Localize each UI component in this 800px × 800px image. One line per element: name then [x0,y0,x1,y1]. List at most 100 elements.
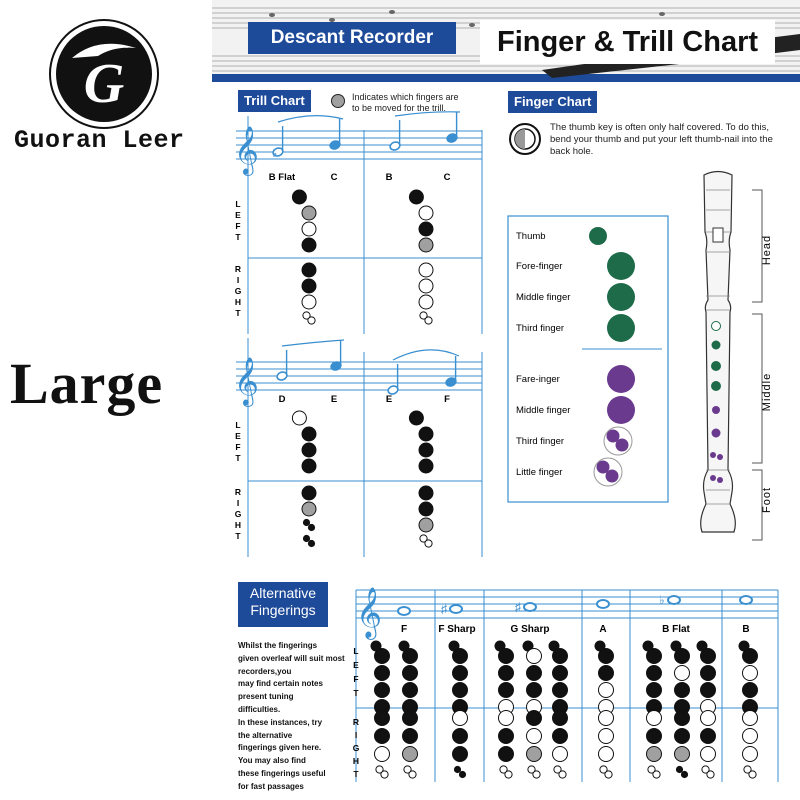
double-hole-icon [599,765,608,774]
double-hole-icon [403,765,412,774]
alt-tag-line2: Fingerings [250,602,316,618]
finger-hole-icon [526,746,542,762]
finger-hole-icon [301,442,317,458]
accidental-sign: ♯ [515,600,521,614]
finger-hole-icon [452,648,468,664]
slur [277,115,344,123]
double-hole-icon [504,770,513,779]
hand-letter: I [237,275,239,285]
finger-hole-icon [526,682,542,698]
alt-note-label: F [401,624,407,635]
double-hole-icon [458,770,467,779]
finger-hole-icon [402,728,418,744]
finger-hole-icon [700,710,716,726]
alt-description: Whilst the fingerings given overleaf will… [238,640,358,794]
double-hole-icon [558,770,567,779]
finger-hole-icon [598,682,614,698]
finger-hole-icon [598,665,614,681]
trill-note-label: F [444,394,450,405]
recorder-hole [717,454,723,460]
alt-description-line: You may also find [238,756,306,766]
hand-letter: T [235,453,241,463]
finger-hole-icon [552,710,568,726]
finger-hole-icon [418,262,434,278]
double-hole-icon [499,765,508,774]
finger-hole-icon [452,710,468,726]
recorder-hole [711,428,721,438]
hand-letter: R [235,487,241,497]
right-finger-label: Middle finger [516,405,570,416]
recorder-hole [711,321,721,331]
alt-description-line: Whilst the fingerings [238,641,318,650]
finger-hole-icon [700,665,716,681]
trill-note-label: B Flat [269,172,296,183]
finger-hole-icon [526,665,542,681]
finger-hole-icon [742,728,758,744]
double-hole-icon [652,770,661,779]
recorder-hole [717,477,723,483]
finger-hole-icon [498,682,514,698]
finger-hole-icon [598,648,614,664]
hand-letter: I [355,730,357,740]
right-finger-dot [605,469,619,483]
half-thumb-icon [509,123,541,155]
finger-hole-icon [526,728,542,744]
finger-hole-icon [552,648,568,664]
double-hole-icon [701,765,710,774]
recorder-hole [710,475,716,481]
left-finger-label: Thumb [516,231,546,242]
double-hole-icon [532,770,541,779]
finger-hole-icon [374,682,390,698]
finger-hole-icon [646,648,662,664]
whole-note [667,595,681,605]
double-hole-icon [706,770,715,779]
finger-hole-icon [742,746,758,762]
finger-hole-icon [418,426,434,442]
hand-letter: E [235,210,241,220]
right-finger-label: Fare-inger [516,374,560,385]
finger-hole-icon [700,728,716,744]
header-title-right: Finger & Trill Chart [480,20,775,64]
double-hole-icon [307,523,316,532]
finger-hole-icon [418,517,434,533]
alt-description-line: given overleaf will suit most [238,653,345,663]
hand-letter: E [353,660,359,670]
treble-clef-icon: 𝄞 [234,125,259,176]
finger-hole-icon [674,746,690,762]
double-hole-icon [748,770,757,779]
finger-hole-icon [674,682,690,698]
double-hole-icon [302,311,311,320]
whole-note [449,604,463,614]
whole-note [596,599,610,609]
finger-hole-icon [674,728,690,744]
slur [281,339,345,347]
flat-sign: ♭ [272,148,277,160]
finger-hole-icon [418,485,434,501]
hand-letter: R [235,264,241,274]
left-finger-dot [607,314,635,342]
left-finger-label: Fore-finger [516,261,562,272]
finger-hole-icon [700,648,716,664]
finger-hole-icon [646,665,662,681]
finger-hole-icon [301,485,317,501]
trill-note-label: E [331,394,337,405]
recorder-body [700,170,736,533]
finger-hole-icon [402,648,418,664]
hand-letter: F [235,221,240,231]
recorder-hole [711,340,721,350]
finger-hole-icon [374,710,390,726]
finger-hole-icon [402,746,418,762]
double-hole-icon [424,316,433,325]
section-bracket [752,189,763,303]
alt-description-line: may find certain notes [238,679,323,689]
finger-hole-icon [598,710,614,726]
hand-letter: T [353,769,359,779]
finger-hole-icon [674,665,690,681]
right-finger-dot [615,438,629,452]
finger-hole-icon [301,221,317,237]
alt-description-line: for fast passages [238,781,304,791]
finger-hole-icon [408,189,424,205]
finger-hole-icon [674,710,690,726]
